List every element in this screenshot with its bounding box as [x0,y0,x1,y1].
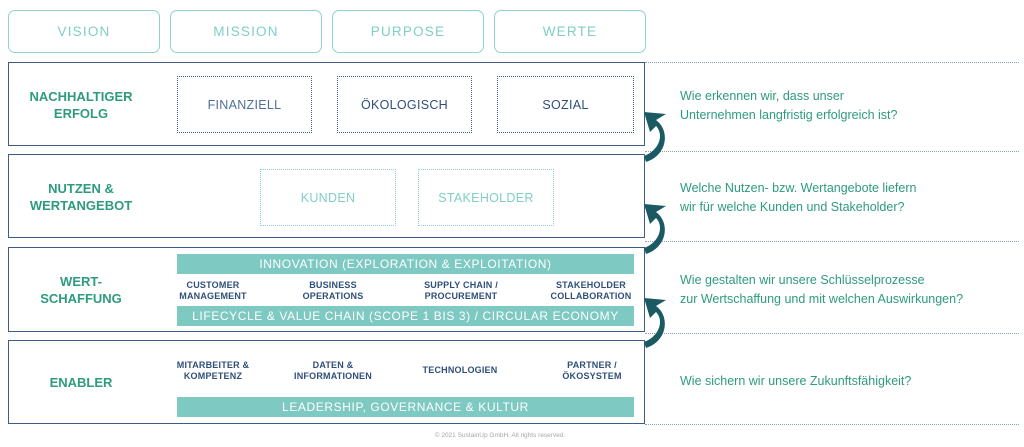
item-partner: PARTNER / ÖKOSYSTEM [562,360,622,381]
bar-innovation: INNOVATION (EXPLORATION & EXPLOITATION) [177,254,634,274]
divider-line [645,333,1019,334]
row-nutzen-wertangebot [8,154,645,238]
item-customer-management: CUSTOMER MANAGEMENT [179,280,247,301]
bar-leadership-label: LEADERSHIP, GOVERNANCE & KULTUR [282,400,529,414]
divider-line [645,241,1019,242]
box-stakeholder: STAKEHOLDER [418,169,554,226]
item-technologien: TECHNOLOGIEN [422,365,498,375]
box-oekologisch-label: ÖKOLOGISCH [360,97,449,112]
item-mitarbeiter: MITARBEITER & KOMPETENZ [176,360,250,381]
row-label-nutzen: NUTZEN & WERTANGEBOT [29,181,133,213]
divider-line [645,62,1019,63]
tab-werte-label: WERTE [542,24,598,39]
divider-line [645,424,1019,425]
question-nutzen: Welche Nutzen- bzw. Wertangebote liefern… [680,181,917,214]
tab-vision-label: VISION [57,24,111,39]
question-erfolg: Wie erkennen wir, dass unser Unternehmen… [680,89,898,122]
tab-mission: MISSION [170,10,322,53]
tab-werte: WERTE [494,10,646,53]
item-daten: DATEN & INFORMATIONEN [294,360,372,381]
curved-arrow-icon [644,298,666,348]
box-sozial-label: SOZIAL [542,97,589,112]
box-finanziell-label: FINANZIELL [207,97,282,112]
tab-purpose-label: PURPOSE [370,24,446,39]
box-kunden: KUNDEN [260,169,396,226]
tab-mission-label: MISSION [213,24,279,39]
box-sozial: SOZIAL [497,76,634,133]
item-supply-chain: SUPPLY CHAIN / PROCUREMENT [424,280,498,301]
tab-purpose: PURPOSE [332,10,484,53]
curved-arrow-icon [644,204,666,254]
tab-vision: VISION [8,10,160,53]
row-label-erfolg: NACHHALTIGER ERFOLG [29,89,133,121]
row-label-enabler: ENABLER [49,374,113,390]
bar-lifecycle: LIFECYCLE & VALUE CHAIN (SCOPE 1 BIS 3) … [177,306,634,326]
copyright-footer: © 2021 SustainUp GmbH. All rights reserv… [434,432,566,439]
bar-leadership: LEADERSHIP, GOVERNANCE & KULTUR [177,397,634,417]
divider-line [645,151,1019,152]
item-stakeholder-collaboration: STAKEHOLDER COLLABORATION [550,280,632,301]
curved-arrow-icon [644,112,666,162]
question-wertschaffung: Wie gestalten wir unsere Schlüsselprozes… [680,273,964,306]
item-business-operations: BUSINESS OPERATIONS [302,280,364,301]
box-kunden-label: KUNDEN [300,190,356,205]
curved-arrows [644,112,666,348]
box-stakeholder-label: STAKEHOLDER [438,190,534,205]
bar-lifecycle-label: LIFECYCLE & VALUE CHAIN (SCOPE 1 BIS 3) … [192,309,619,323]
question-enabler: Wie sichern wir unsere Zukunftsfähigkeit… [680,374,912,388]
box-oekologisch: ÖKOLOGISCH [337,76,472,133]
bar-innovation-label: INNOVATION (EXPLORATION & EXPLOITATION) [259,257,552,271]
row-label-wertschaffung: WERT- SCHAFFUNG [40,274,122,306]
box-finanziell: FINANZIELL [177,76,312,133]
